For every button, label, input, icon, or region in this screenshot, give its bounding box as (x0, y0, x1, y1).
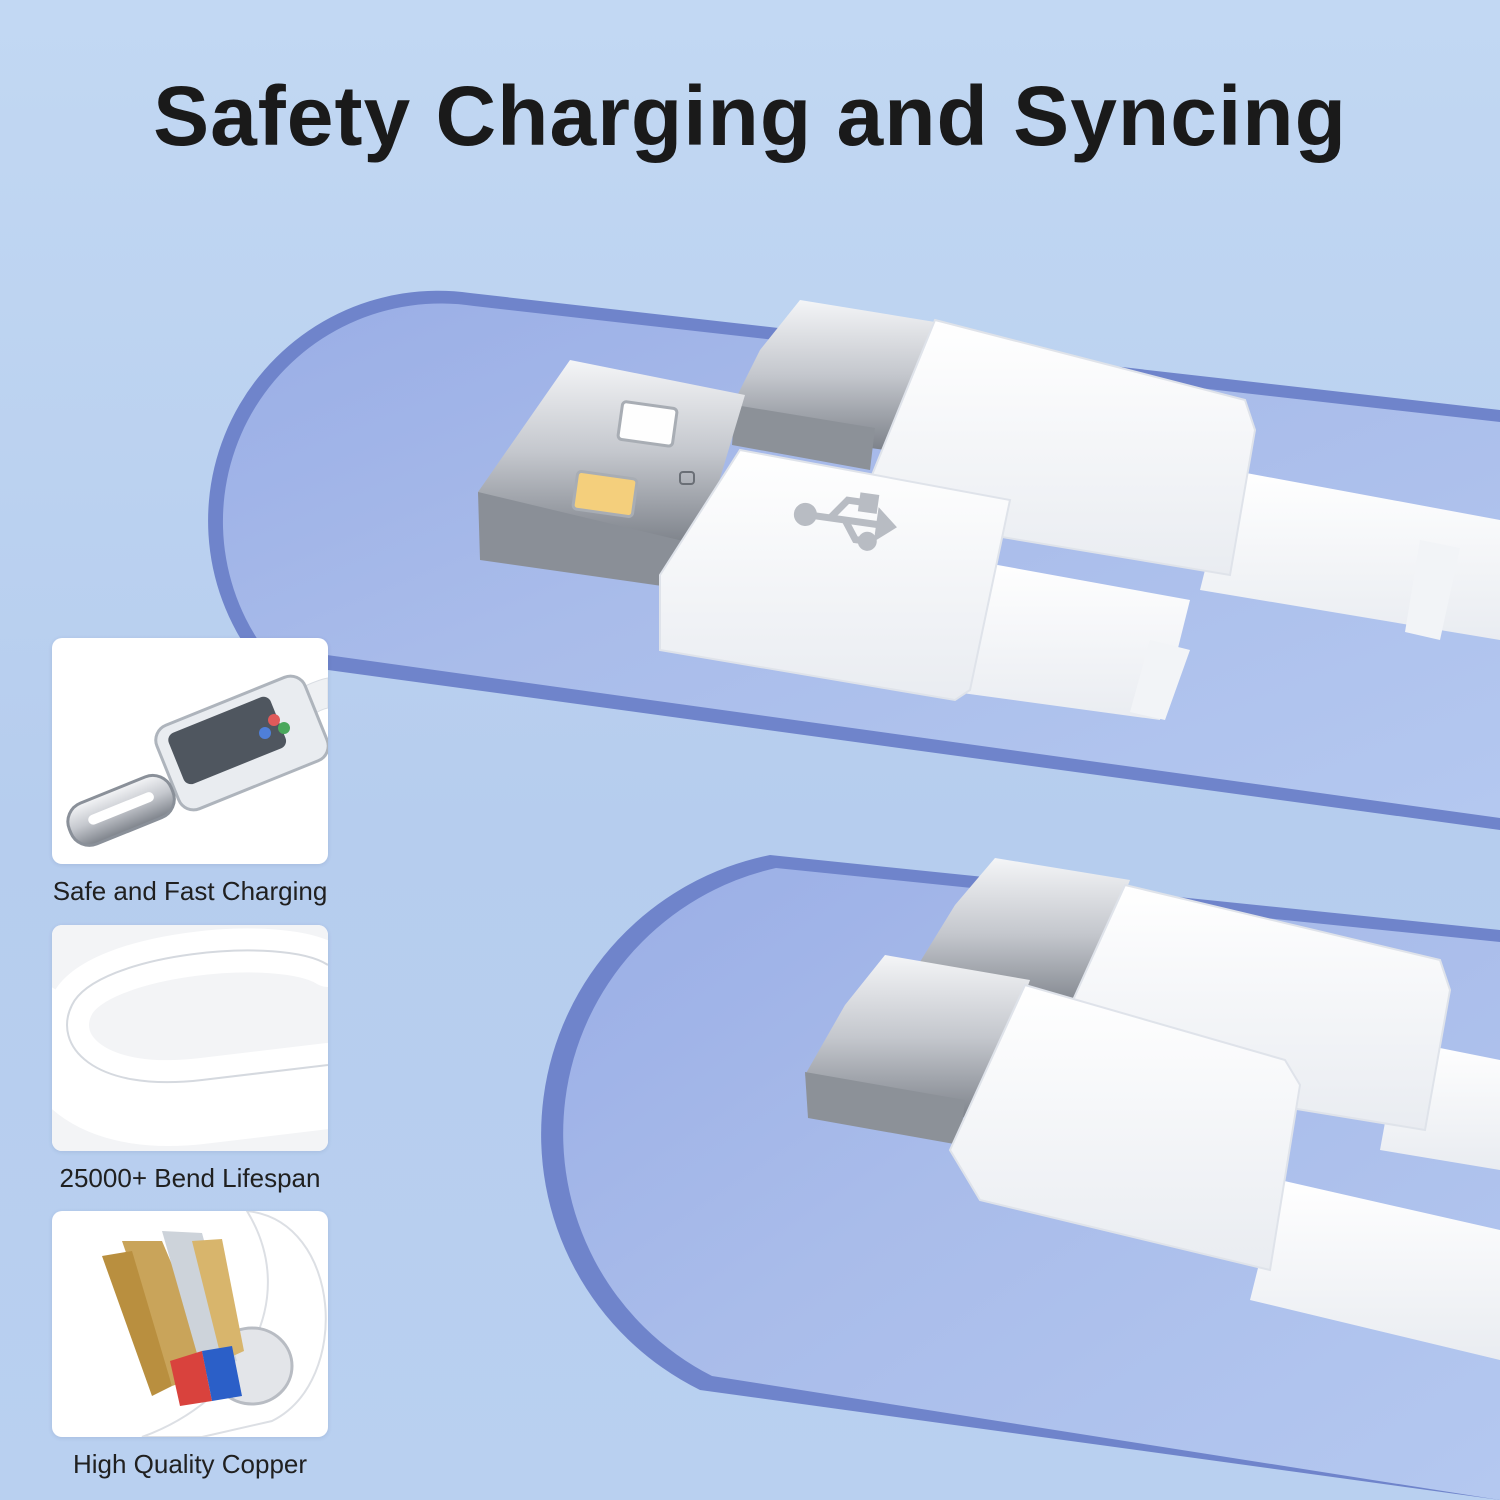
feature-label-bend: 25000+ Bend Lifespan (59, 1163, 321, 1193)
feature-card-bend (52, 925, 328, 1151)
copper-wire-core-icon (102, 1211, 327, 1437)
feature-label-charging: Safe and Fast Charging (52, 876, 328, 906)
feature-card-charging (52, 638, 328, 864)
feature-label-copper: High Quality Copper (72, 1449, 308, 1479)
usb-logo-icon (793, 492, 897, 551)
usb-c-connector-cutaway-icon (66, 674, 328, 847)
usb-a-connector (478, 360, 1190, 720)
usb-c-connector-lower-front (805, 955, 1500, 1360)
feature-card-copper (52, 1211, 328, 1437)
page-title: Safety Charging and Syncing (153, 69, 1347, 163)
cable-loop-icon (52, 925, 328, 1151)
